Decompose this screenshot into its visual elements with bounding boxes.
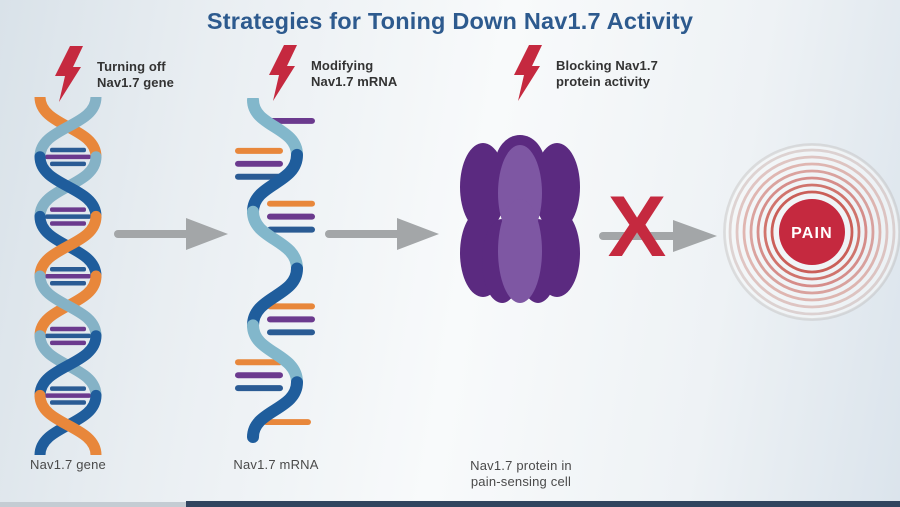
strategy-label-line2: protein activity (556, 73, 651, 89)
pain-label: PAIN (791, 225, 833, 242)
dna-rungs (45, 147, 91, 405)
caption-mrna: Nav1.7 mRNA (233, 457, 319, 472)
footer-bar-navy (186, 501, 900, 507)
dna-helix-graphic (34, 97, 102, 455)
caption-protein-line2: pain-sensing cell (470, 474, 572, 489)
protein-center-lobe (498, 145, 542, 303)
block-x-icon: X (607, 179, 667, 275)
lightning-bolt-icon (55, 46, 83, 102)
lightning-bolt-icon (514, 45, 542, 101)
strategy-label-line1: Modifying (311, 58, 374, 73)
lightning-bolt-icon (269, 45, 297, 101)
caption-protein: Nav1.7 protein in pain-sensing cell (441, 458, 601, 490)
strategy-label: Modifying Nav1.7 mRNA (311, 45, 397, 89)
caption-gene: Nav1.7 gene (30, 457, 106, 472)
strategy-label-line2: Nav1.7 gene (97, 74, 174, 90)
caption-protein-line1: Nav1.7 protein in (470, 458, 572, 473)
strategy-label: Blocking Nav1.7 protein activity (556, 45, 658, 89)
strategy-callout-mrna: Modifying Nav1.7 mRNA (264, 45, 397, 101)
arrow-right-icon (114, 218, 228, 250)
strategy-callout-protein: Blocking Nav1.7 protein activity (509, 45, 658, 101)
arrow-right-icon (325, 218, 439, 250)
footer-bar-light (0, 502, 192, 507)
mrna-base-bars (235, 117, 315, 426)
dna-strand-b (34, 97, 102, 455)
strategy-label: Turning off Nav1.7 gene (97, 46, 174, 90)
mrna-strand-graphic (235, 98, 315, 443)
pain-ripple-graphic: PAIN (723, 143, 900, 321)
pain-badge (779, 199, 845, 265)
strategy-label-line2: Nav1.7 mRNA (311, 73, 398, 89)
strategy-label-line1: Turning off (97, 59, 166, 74)
strategy-callout-gene: Turning off Nav1.7 gene (50, 46, 174, 102)
mrna-ribbon (247, 98, 303, 443)
strategy-label-line1: Blocking Nav1.7 (556, 58, 658, 73)
page-title: Strategies for Toning Down Nav1.7 Activi… (206, 8, 694, 34)
protein-channel-graphic (460, 135, 580, 303)
arrow-right-icon (599, 220, 717, 252)
